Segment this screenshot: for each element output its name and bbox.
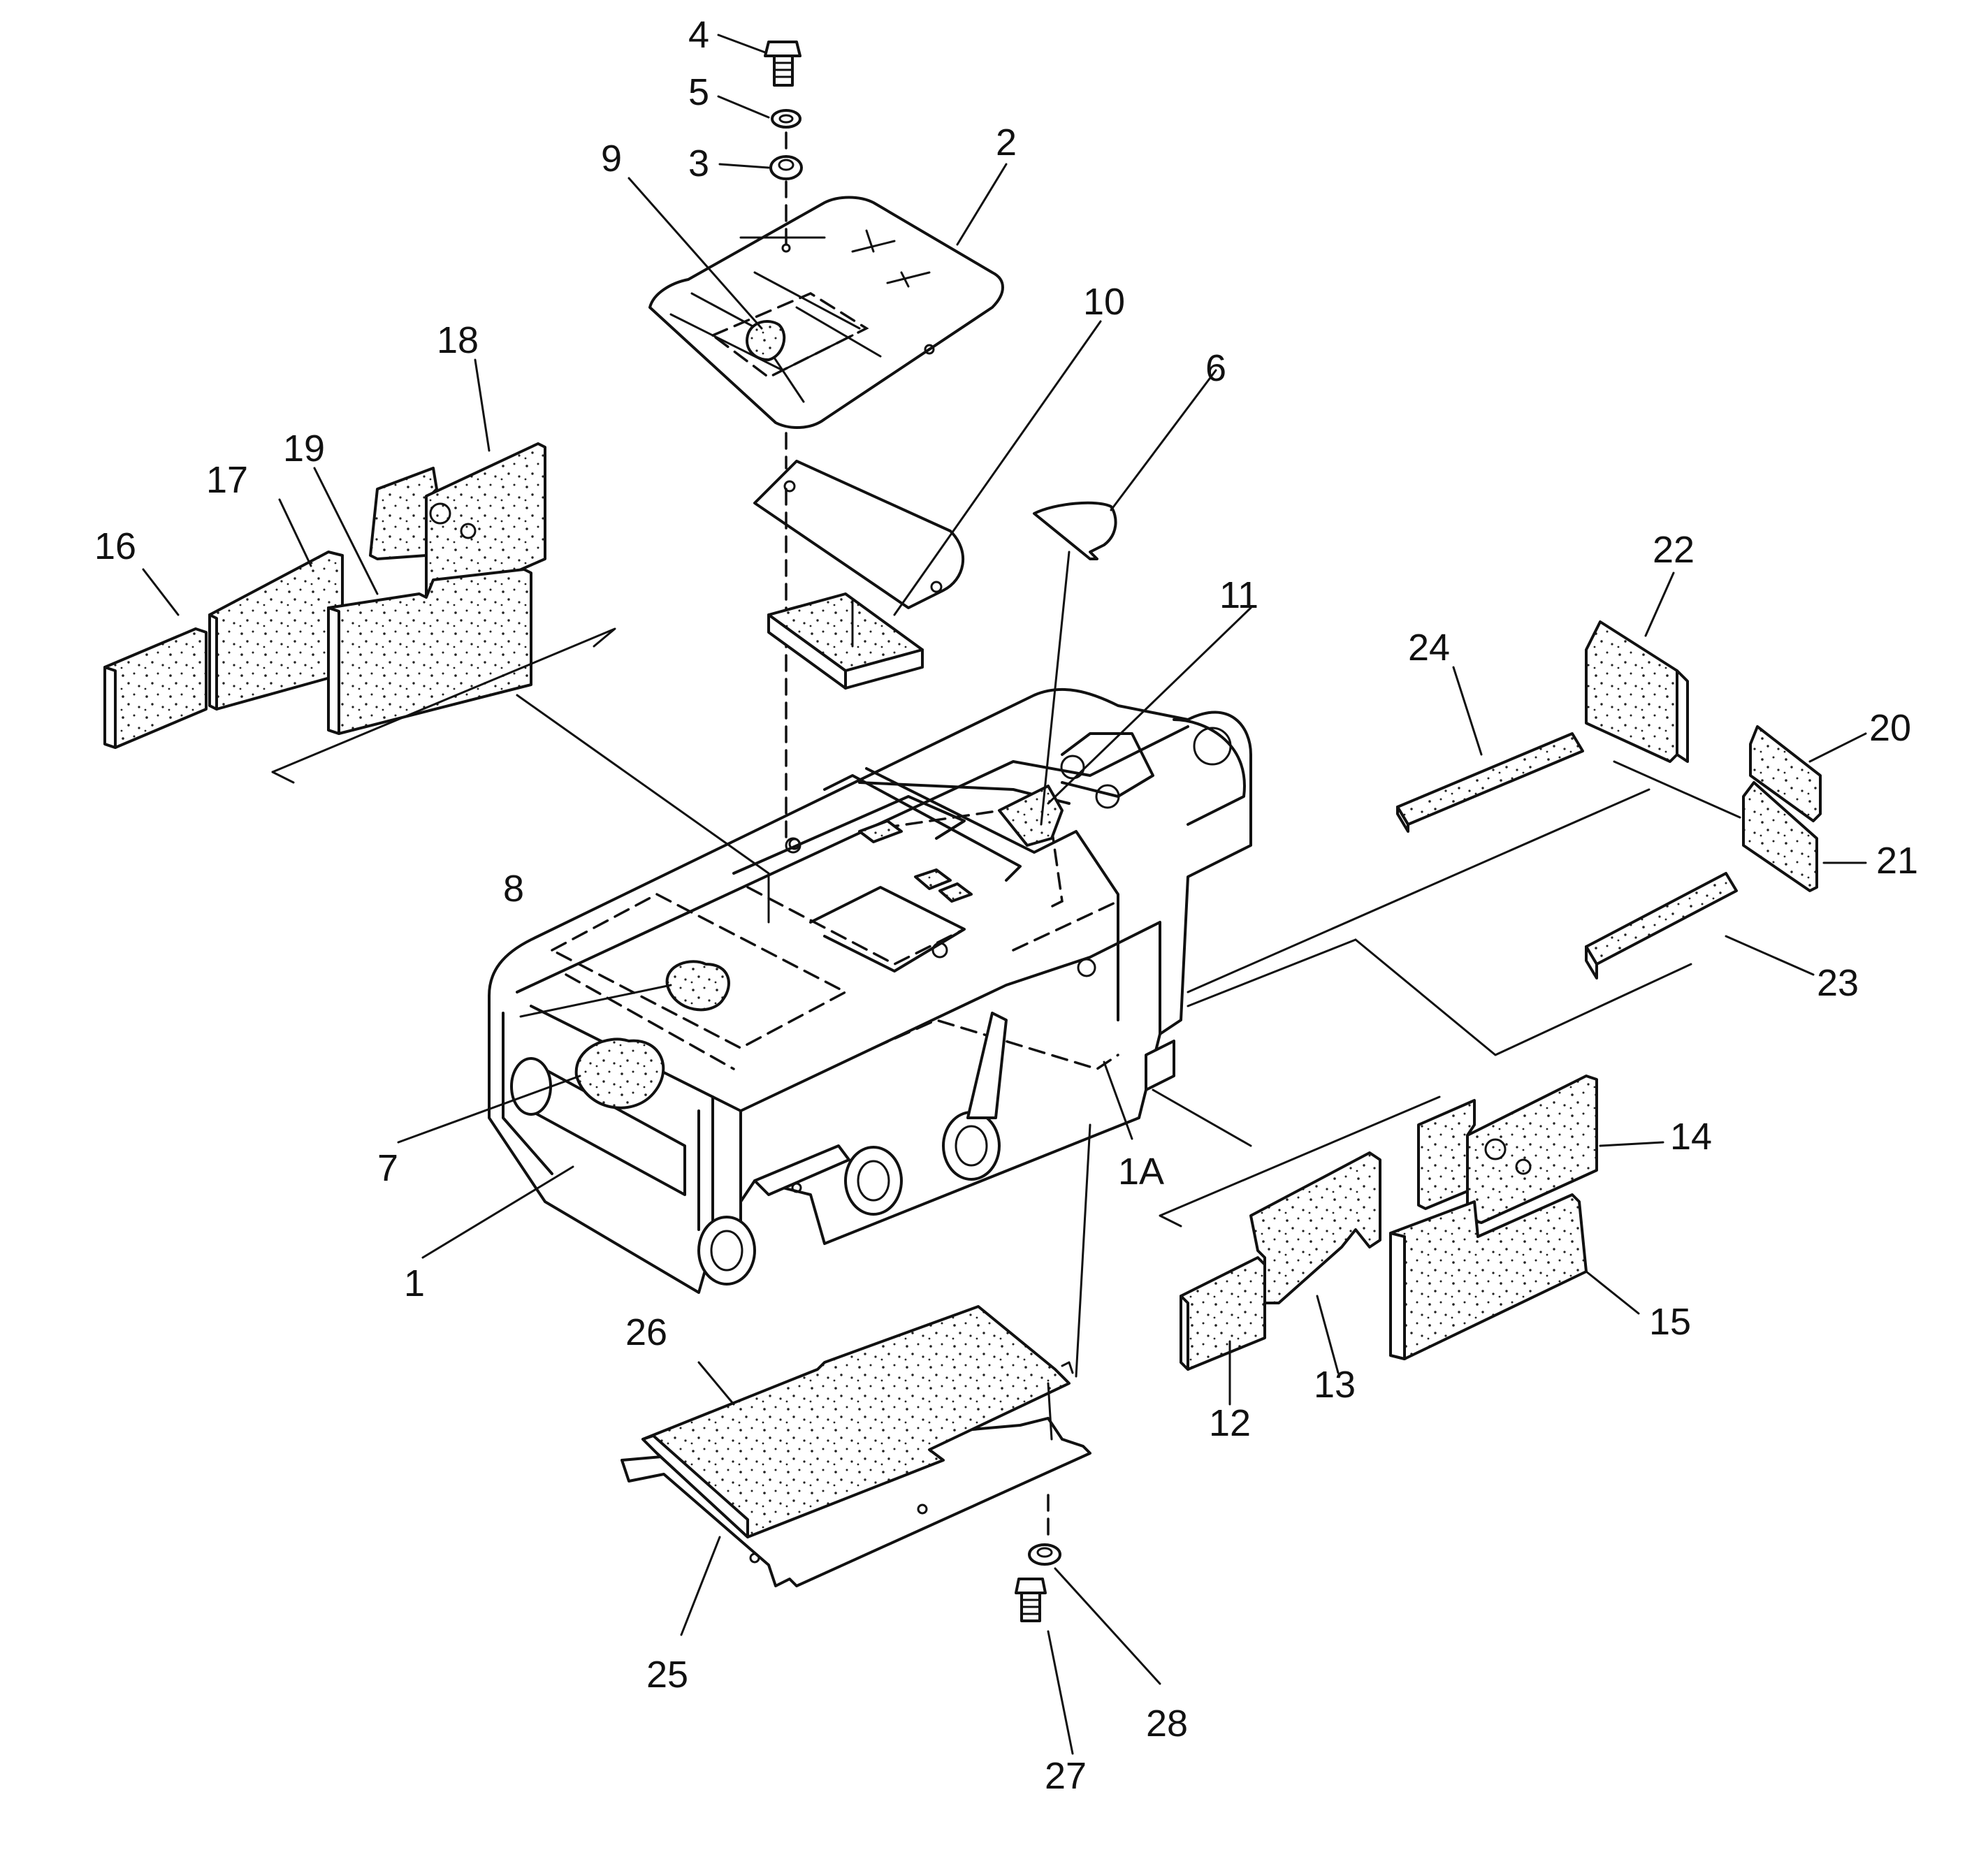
callout-18: 18 [437,319,479,361]
callout-2: 2 [996,122,1017,163]
top-cover-assembly [648,41,1004,850]
callout-9: 9 [601,138,622,180]
callout-10: 10 [1083,281,1125,323]
callout-5: 5 [688,71,709,113]
blob-11 [998,785,1064,847]
callout-12: 12 [1209,1402,1251,1444]
callout-28: 28 [1146,1703,1188,1745]
callout-8: 8 [503,868,524,910]
callout-6: 6 [1205,347,1226,389]
leader-lines [142,34,1867,1755]
callout-19: 19 [283,428,325,469]
callout-labels: 4 5 3 9 2 10 6 11 18 19 17 16 22 24 20 2… [94,14,1918,1797]
callout-13: 13 [1314,1364,1356,1406]
callout-27: 27 [1045,1755,1087,1797]
callout-22: 22 [1653,529,1695,571]
callout-23: 23 [1817,962,1859,1004]
callout-11: 11 [1219,574,1258,616]
front-right-pad-group [1152,1075,1598,1371]
callout-25: 25 [646,1654,688,1696]
callout-4: 4 [688,14,709,56]
right-pad-group [1187,620,1822,1056]
callout-1: 1 [404,1262,425,1304]
blob-8 [665,960,730,1012]
left-pad-group [103,442,770,924]
callout-7: 7 [377,1147,398,1189]
callout-3: 3 [688,143,709,184]
part-6-bracket [1033,501,1117,826]
callout-14: 14 [1670,1116,1712,1158]
callout-24: 24 [1408,627,1450,669]
callout-1A: 1A [1118,1151,1164,1193]
callout-20: 20 [1869,707,1911,749]
callout-16: 16 [94,525,136,567]
blob-7 [574,1037,665,1109]
callout-26: 26 [625,1311,667,1353]
bottom-cover-assembly [621,1123,1091,1622]
callout-21: 21 [1876,840,1918,882]
main-frame [488,687,1252,1294]
callout-15: 15 [1649,1301,1691,1343]
callout-17: 17 [206,459,248,501]
